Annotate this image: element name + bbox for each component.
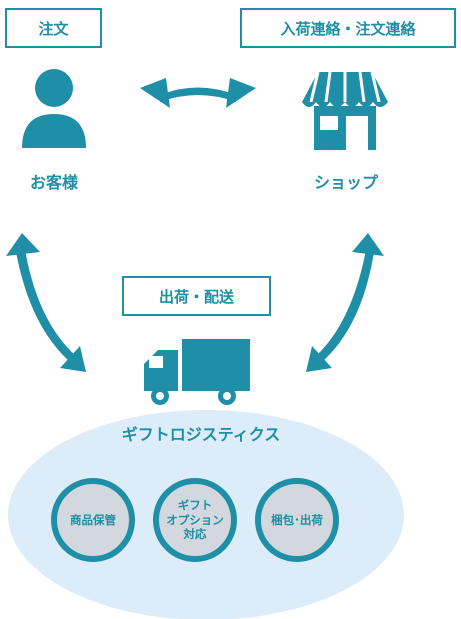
person-icon <box>22 69 86 148</box>
service-gift-option-label: ギフト オプション 対応 <box>166 498 224 542</box>
truck-icon <box>144 339 250 405</box>
service-packing-circle: 梱包･出荷 <box>255 478 339 562</box>
service-packing-label: 梱包･出荷 <box>271 512 323 527</box>
customer-label: お客様 <box>29 173 78 192</box>
ship-label: 出荷・配送 <box>158 287 234 306</box>
double-arrow-icon <box>6 233 86 372</box>
shop-icon <box>302 71 388 150</box>
order-label: 注文 <box>38 19 69 38</box>
stock-contact-label: 入荷連絡・注文連絡 <box>280 19 416 38</box>
service-gift-option-circle: ギフト オプション 対応 <box>153 478 237 562</box>
double-arrow-icon <box>140 78 256 108</box>
double-arrow-icon <box>306 233 384 372</box>
order-box: 注文 <box>5 8 102 48</box>
service-storage-circle: 商品保管 <box>51 478 135 562</box>
ship-box: 出荷・配送 <box>122 276 271 316</box>
service-storage-label: 商品保管 <box>70 512 116 527</box>
stock-contact-box: 入荷連絡・注文連絡 <box>240 8 456 48</box>
shop-label: ショップ <box>313 173 378 192</box>
logistics-label: ギフトロジスティクス <box>121 425 281 444</box>
